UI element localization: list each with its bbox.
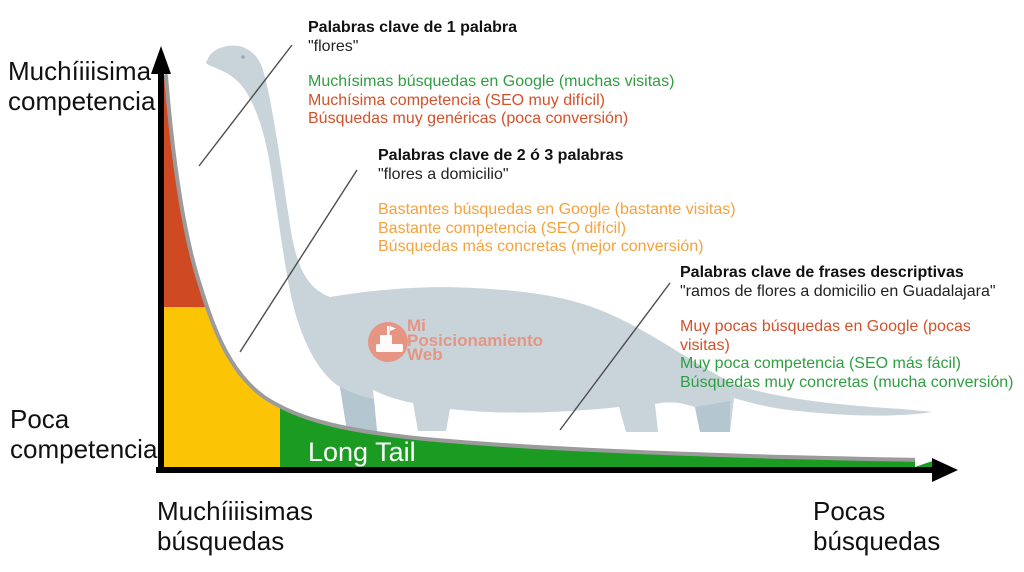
watermark-line: Posicionamiento: [407, 330, 544, 350]
annotation-example: "ramos de flores a domicilio en Guadalaj…: [680, 283, 996, 300]
watermark-line: Mi: [407, 316, 426, 335]
x-axis-line: [156, 467, 939, 473]
annotation-line: Bastante competencia (SEO difícil): [378, 219, 627, 237]
annotation-line: Búsquedas muy genéricas (poca conversión…: [308, 110, 629, 127]
annotation-example: "flores a domicilio": [378, 166, 509, 183]
long-tail-curve: [164, 74, 935, 462]
leader-line-2: [239, 169, 358, 353]
annotation-example: "flores": [308, 38, 359, 55]
leader-lines: [198, 44, 671, 431]
curve-end-white-arrow: [915, 450, 938, 467]
annotation-line: Muy pocas búsquedas en Google (pocas vis…: [680, 318, 971, 354]
y-axis-top-label: Muchíiiisima competencia: [8, 56, 156, 116]
y-axis-arrowhead: [151, 46, 171, 74]
annotation-line: Muchísima competencia (SEO muy difícil): [308, 91, 605, 109]
annotation-line: Bastantes búsquedas en Google (bastante …: [378, 201, 736, 218]
annotation-two-three-word-keywords: Palabras clave de 2 ó 3 palabras "flores…: [378, 146, 736, 257]
y-axis-line: [158, 64, 164, 470]
watermark: Mi Posicionamiento Web: [407, 316, 544, 364]
annotation-title: Palabras clave de 1 palabra: [308, 19, 518, 36]
podium-flag-icon: [368, 322, 408, 362]
annotation-one-word-keywords: Palabras clave de 1 palabra "flores" Muc…: [308, 18, 674, 129]
brontosaurus-eye: [241, 55, 245, 59]
annotation-descriptive-phrase-keywords: Palabras clave de frases descriptivas "r…: [680, 263, 1024, 392]
x-axis-right-label: Pocas búsquedas: [813, 496, 941, 556]
annotation-line: Muchísimas búsquedas en Google (muchas v…: [308, 73, 675, 90]
brontosaurus-foreleg-shade: [340, 387, 377, 431]
x-axis-arrowhead: [932, 458, 958, 482]
brontosaurus-hindleg-shade: [695, 401, 730, 432]
middle-area-yellow: [162, 307, 280, 468]
annotation-line: Búsquedas muy concretas (mucha conversió…: [680, 373, 1014, 391]
leader-line-1: [198, 44, 293, 167]
y-axis-bottom-label: Poca competencia: [10, 404, 158, 464]
long-tail-label: Long Tail: [308, 437, 416, 467]
axes: [151, 46, 958, 482]
leader-line-3: [559, 282, 671, 431]
watermark-line: Web: [407, 345, 443, 364]
annotation-title: Palabras clave de frases descriptivas: [680, 264, 964, 281]
annotation-title: Palabras clave de 2 ó 3 palabras: [378, 147, 624, 164]
annotation-line: Búsquedas más concretas (mejor conversió…: [378, 238, 704, 255]
x-axis-left-label: Muchíiiisimas búsquedas: [157, 496, 314, 556]
annotation-line: Muy poca competencia (SEO más fácil): [680, 355, 961, 372]
